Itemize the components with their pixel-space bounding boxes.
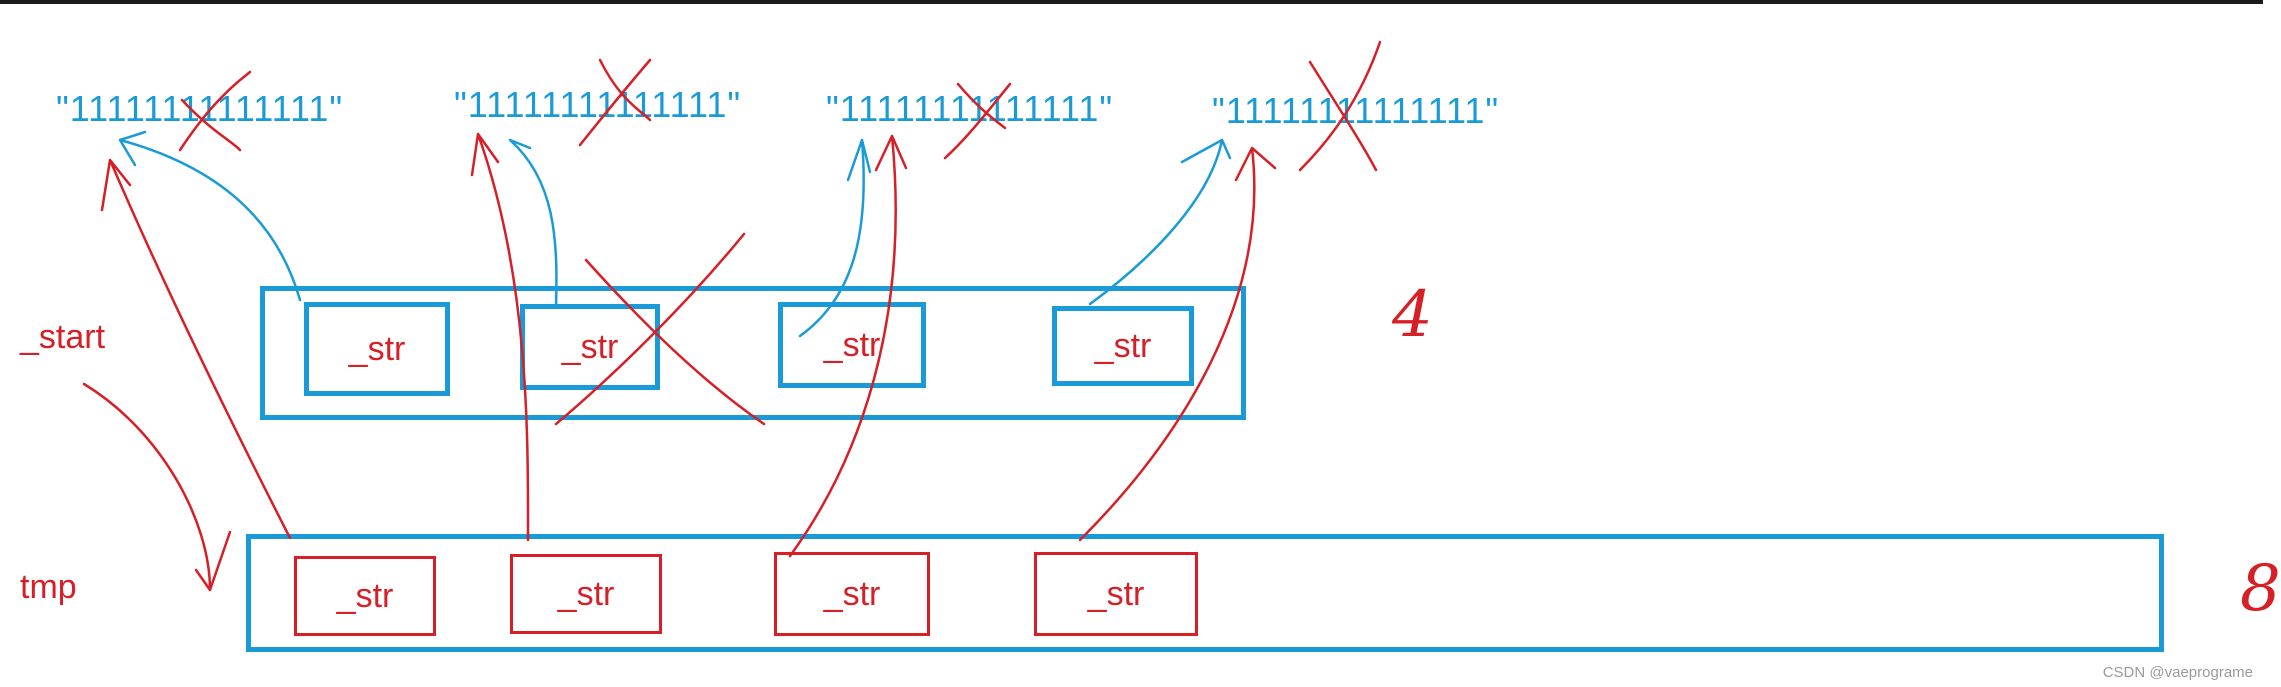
blue-arrow-2 xyxy=(508,138,558,308)
red-arrow-4 xyxy=(1078,146,1277,542)
blue-arrow-4 xyxy=(1088,138,1232,306)
tmp-cell-3: _str xyxy=(774,552,930,636)
tmp-row-label: tmp xyxy=(20,568,77,606)
top-border-line xyxy=(0,0,2263,4)
red-arrow-start-to-tmp xyxy=(82,382,232,592)
start-cell-1: _str xyxy=(304,302,450,396)
cross-string-3 xyxy=(943,82,1012,160)
red-arrow-3 xyxy=(788,134,908,558)
new-capacity-note: 8 xyxy=(2240,552,2281,626)
cross-string-1 xyxy=(178,70,252,152)
red-arrow-1 xyxy=(100,158,292,540)
old-capacity-note: 4 xyxy=(1392,278,1433,352)
start-row-label: _start xyxy=(20,318,106,356)
cross-string-2 xyxy=(578,58,652,147)
tmp-array-box xyxy=(246,534,2164,652)
tmp-cell-2: _str xyxy=(510,554,662,634)
cross-start-cell-2 xyxy=(554,232,766,426)
start-cell-4: _str xyxy=(1052,306,1194,386)
red-arrow-2 xyxy=(470,132,530,542)
string-value-2: "11111111111111" xyxy=(454,84,742,125)
blue-arrow-1 xyxy=(118,130,302,302)
tmp-cell-4: _str xyxy=(1034,552,1198,636)
watermark: CSDN @vaeprograme xyxy=(2102,664,2253,681)
blue-arrow-3 xyxy=(798,138,872,338)
cross-string-4 xyxy=(1298,40,1382,172)
start-cell-3: _str xyxy=(778,302,926,388)
tmp-cell-1: _str xyxy=(294,556,436,636)
